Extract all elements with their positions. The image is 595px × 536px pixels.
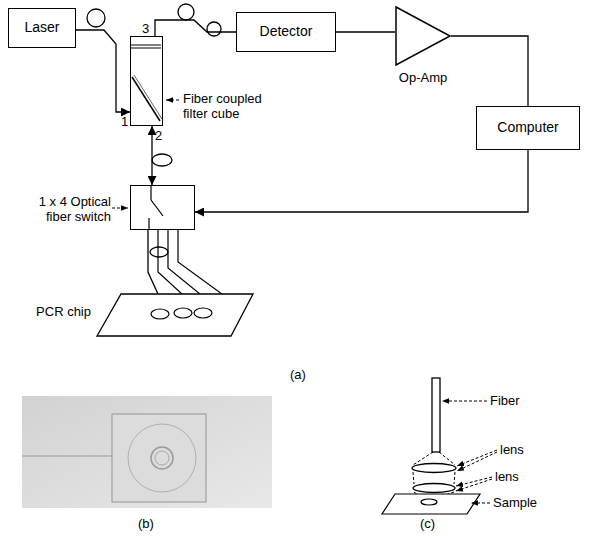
fiber-connector — [151, 126, 152, 185]
op-amp-symbol: Op-Amp — [395, 6, 451, 66]
port-number: 1 — [121, 114, 128, 129]
pcr-chip-text: PCR chip — [29, 304, 91, 319]
fiber-switch-text: 1 x 4 Optical fiber switch — [19, 194, 111, 224]
panel-label: (a) — [290, 367, 306, 382]
fiber-connector — [155, 20, 236, 36]
optics-sketch — [382, 378, 497, 514]
panel-label: (c) — [420, 516, 435, 531]
panel-label: (b) — [138, 516, 154, 531]
leader-arrow — [112, 208, 128, 209]
port-number: 2 — [155, 128, 162, 143]
computer-box-text: Computer — [477, 120, 579, 135]
part-name: lens — [495, 469, 519, 484]
fiber-connector — [76, 30, 130, 112]
pcr-chip: PCR chip — [95, 292, 255, 338]
laser-box: Laser — [8, 8, 76, 48]
pcr-chip-outline — [95, 292, 255, 338]
detector-box: Detector — [236, 12, 336, 52]
part-name: Sample — [493, 495, 537, 510]
filter-cube-outline — [131, 37, 162, 125]
fiber-connector — [148, 230, 158, 294]
chip-photo — [22, 396, 272, 508]
fiber-switch: 1 x 4 Optical fiber switch — [130, 185, 195, 230]
part-name: Fiber — [490, 393, 520, 408]
fiber-connector — [336, 31, 395, 32]
fiber-connector — [451, 36, 528, 106]
filter-cube: Fiber coupled filter cube — [130, 36, 163, 126]
port-number: 3 — [142, 21, 149, 36]
laser-box-text: Laser — [9, 20, 75, 35]
fiber-switch-outline — [131, 186, 194, 229]
op-amp-symbol-text: Op-Amp — [389, 70, 457, 85]
part-name: lens — [500, 442, 524, 457]
leader-arrow — [166, 100, 179, 101]
filter-cube-text: Fiber coupled filter cube — [183, 91, 275, 121]
op-amp-symbol-outline — [395, 6, 451, 66]
computer-box: Computer — [476, 106, 580, 150]
detector-box-text: Detector — [237, 24, 335, 39]
fiber-connector — [195, 150, 528, 212]
